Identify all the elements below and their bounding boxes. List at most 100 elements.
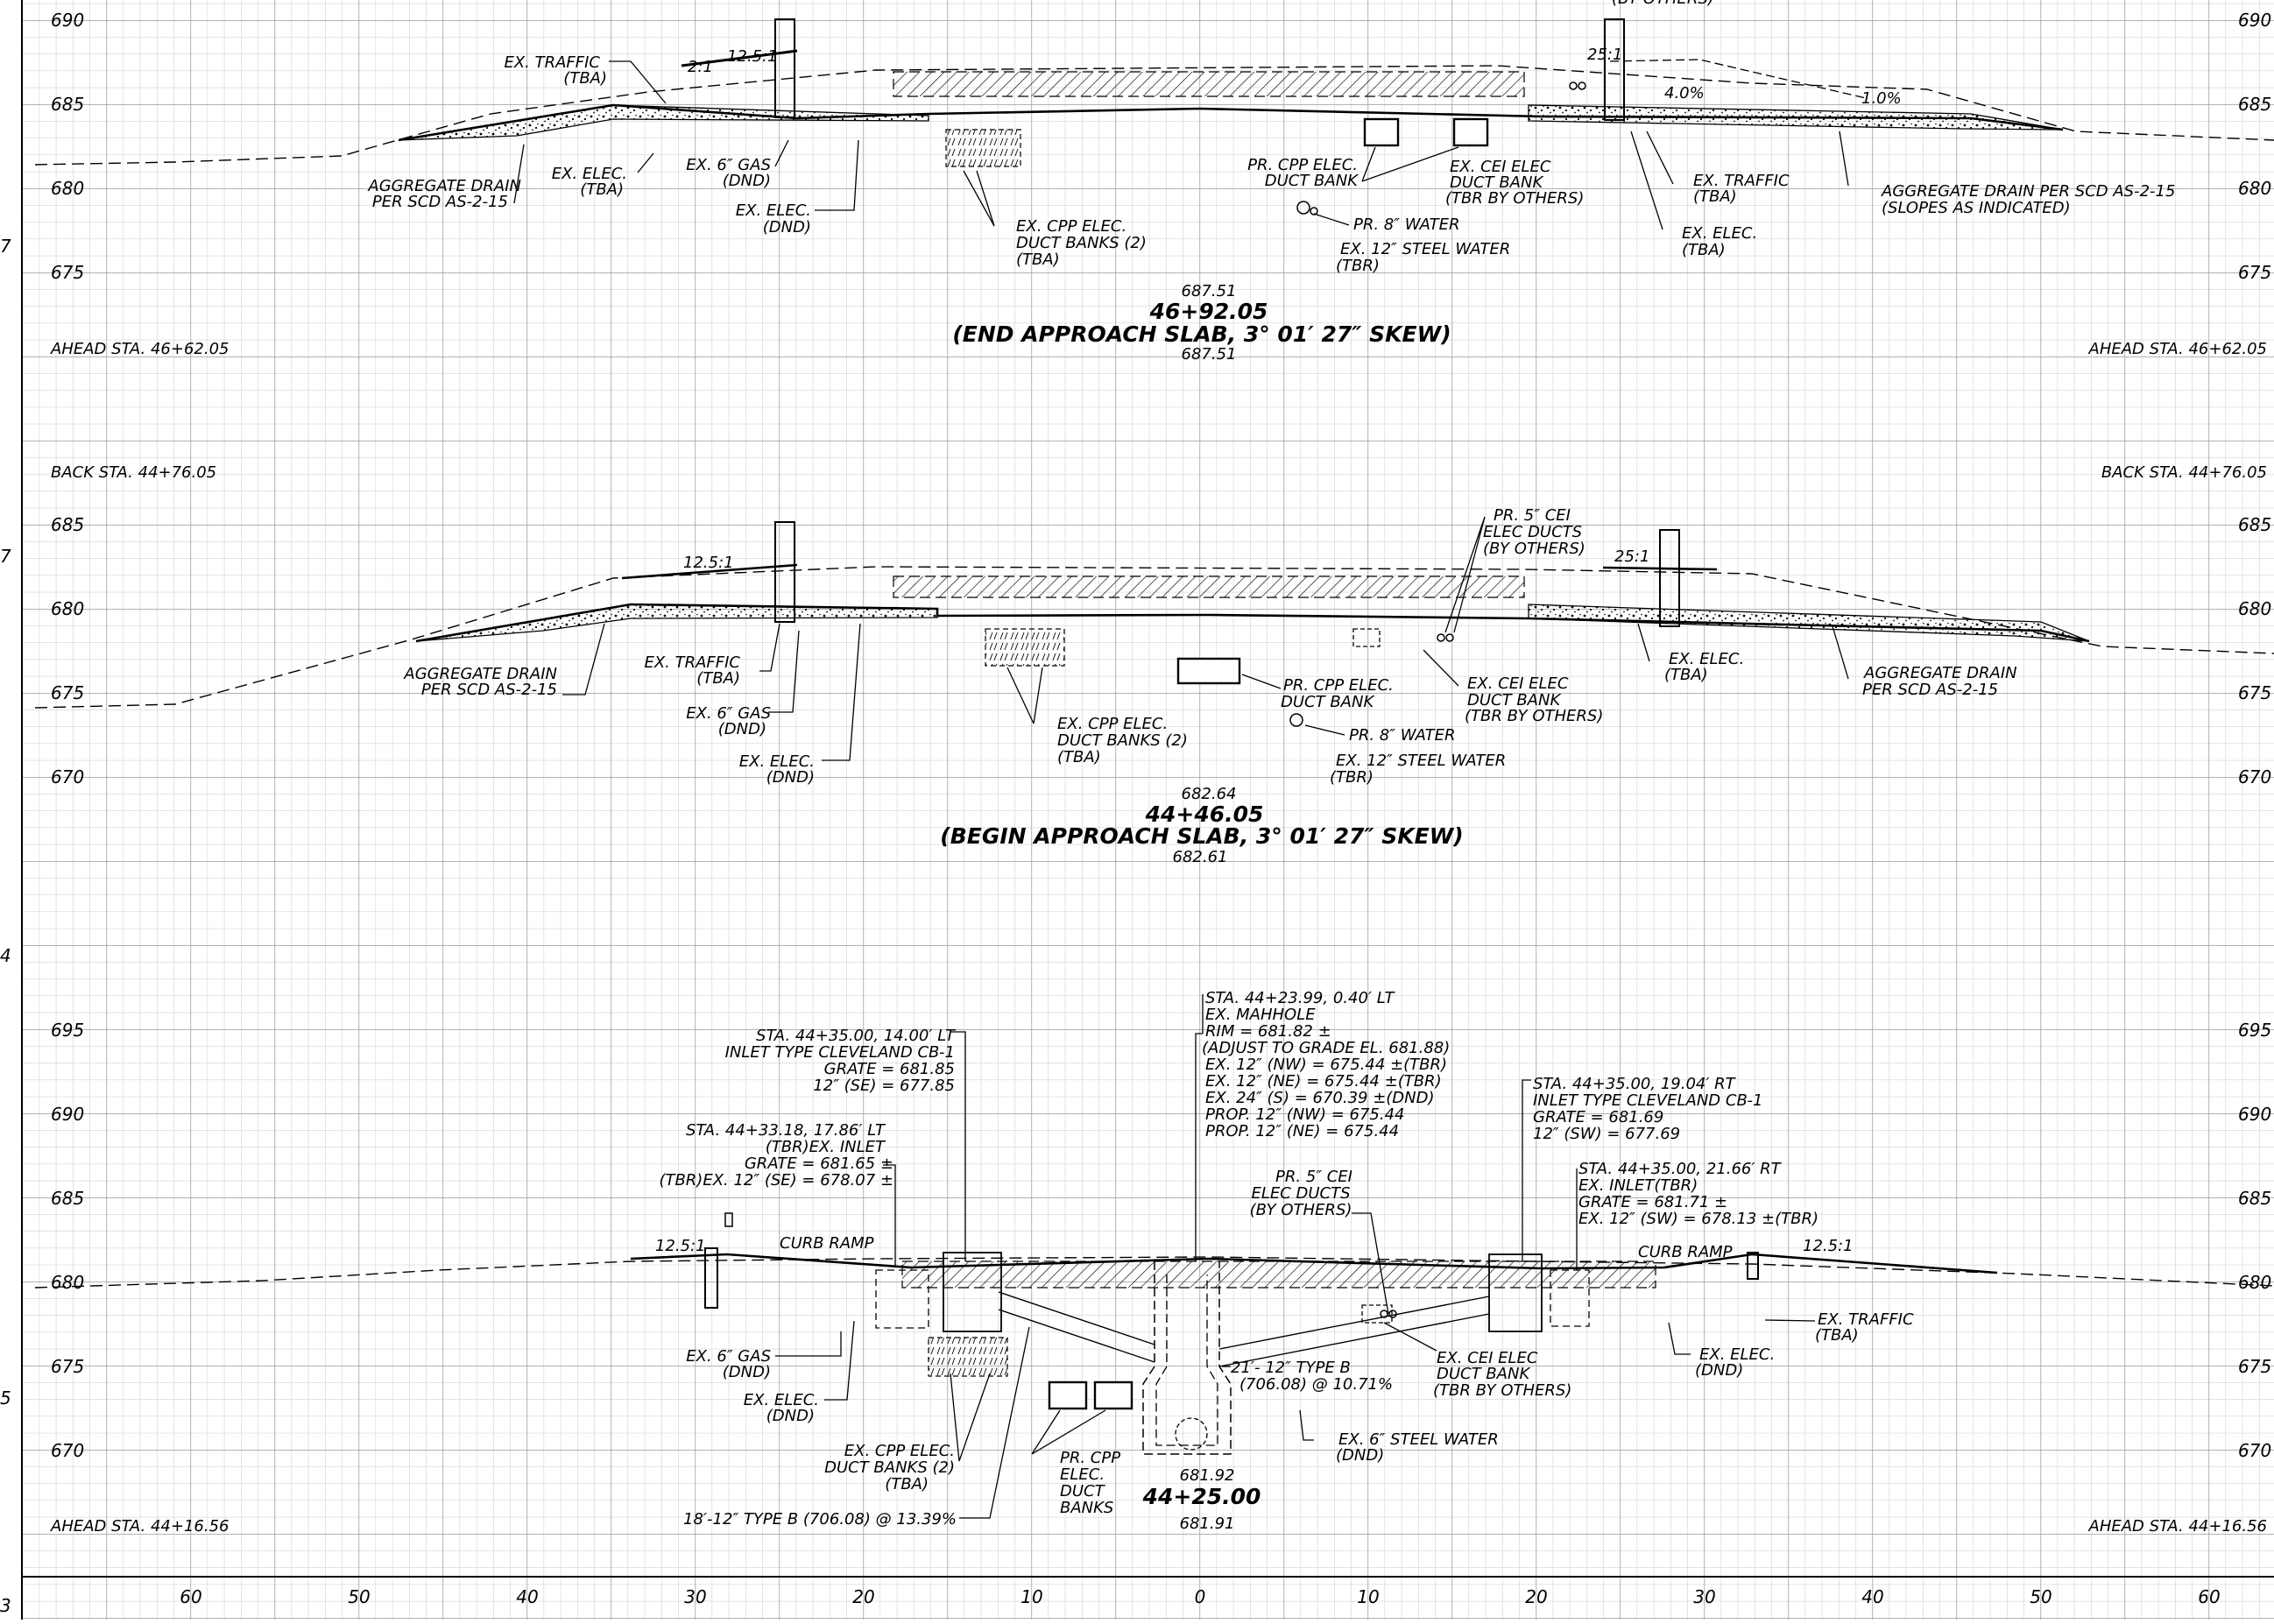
manhole-inner — [1155, 1274, 1218, 1446]
margin-mark: 5 — [0, 1387, 11, 1409]
label: (TBA) — [696, 669, 740, 688]
label: EX. CEI ELEC — [1450, 158, 1551, 176]
station-number: 46+92.05 — [1149, 299, 1268, 324]
section-description: (BEGIN APPROACH SLAB, 3° 01′ 27″ SKEW) — [940, 823, 1463, 849]
manhole-line: EX. MAHHOLE — [1205, 1006, 1316, 1024]
pr-cpp-duct-bank — [1363, 117, 1400, 147]
margin-mark: 7 — [0, 546, 11, 567]
station-label-right: AHEAD STA. 46+62.05 — [2088, 340, 2268, 358]
elev-label: 670 — [2238, 1440, 2271, 1461]
margin-mark: 4 — [0, 945, 11, 966]
label: (TBR) — [1336, 257, 1380, 275]
elev-label: 685 — [51, 514, 84, 535]
manhole-line: PROP. 12″ (NE) = 675.44 — [1205, 1122, 1399, 1140]
label: EX. 12″ STEEL WATER — [1336, 752, 1506, 770]
station-number: 44+46.05 — [1145, 801, 1264, 827]
elev-label: 685 — [51, 94, 84, 115]
elev-label: 685 — [2238, 514, 2271, 535]
label: EX. ELEC. — [736, 201, 811, 220]
manhole-line: EX. 12″ (NE) = 675.44 ±(TBR) — [1205, 1072, 1442, 1091]
x-axis-tick-label: 20 — [852, 1586, 874, 1607]
pr-cpp-duct-bank — [1176, 657, 1241, 685]
slope-label: 1.0% — [1861, 89, 1902, 108]
label: (DND) — [718, 720, 766, 738]
ex-inlet-rt-line: EX. 12″ (SW) = 678.13 ±(TBR) — [1578, 1210, 1818, 1228]
label: EX. 6″ GAS — [686, 1347, 771, 1366]
duct — [1578, 81, 1586, 90]
pipe-right — [1218, 1296, 1490, 1367]
label: BANKS — [1060, 1499, 1113, 1517]
label: EX. ELEC. — [739, 752, 815, 771]
duct — [1437, 633, 1445, 642]
label: 21′- 12″ TYPE B — [1231, 1359, 1351, 1377]
label: PR. 8″ WATER — [1353, 215, 1459, 234]
station-number: 44+25.00 — [1142, 1484, 1261, 1509]
slope-line — [681, 49, 798, 67]
ex-cei-duct-bank — [1352, 628, 1381, 647]
label: DUCT BANKS (2) — [824, 1458, 955, 1477]
proposed-grade-line — [415, 603, 2090, 643]
inlet-rt-line: STA. 44+35.00, 19.04′ RT — [1533, 1075, 1737, 1093]
barrier-post-right — [1659, 529, 1680, 627]
label: EX. CPP ELEC. — [844, 1442, 955, 1460]
elev-label: 695 — [2238, 1020, 2271, 1041]
label: EX. TRAFFIC — [504, 53, 600, 72]
label: AGGREGATE DRAIN — [1863, 664, 2017, 682]
label: PR. CPP ELEC. — [1283, 676, 1394, 695]
manhole-line: EX. 24″ (S) = 670.39 ±(DND) — [1205, 1089, 1435, 1107]
x-axis-tick-label: 10 — [1020, 1586, 1042, 1607]
top-elevation: 682.64 — [1182, 785, 1237, 803]
slope-label: 12.5:1 — [683, 554, 734, 572]
label: AGGREGATE DRAIN PER SCD AS-2-15 — [1881, 182, 2175, 201]
ex-inlet-left — [875, 1269, 929, 1329]
label: DUCT BANK — [1450, 173, 1543, 192]
label: (DND) — [766, 1407, 815, 1425]
label: DUCT BANK — [1437, 1365, 1530, 1383]
label: 18′-12″ TYPE B (706.08) @ 13.39% — [683, 1510, 957, 1529]
label: DUCT BANKS (2) — [1016, 234, 1147, 252]
label: (TBA) — [1682, 241, 1726, 259]
elevation-labels-right: 690 685 680 675 — [2238, 10, 2271, 283]
approach-slab — [893, 575, 1525, 598]
station-label-left: AHEAD STA. 44+16.56 — [50, 1517, 230, 1536]
ex-inlet-rt-line: GRATE = 681.71 ± — [1578, 1193, 1727, 1211]
barrier-post-right — [1604, 18, 1625, 121]
label: (DND) — [1336, 1446, 1384, 1465]
elevation-labels-right: 695 690 685 680 675 670 — [2238, 1020, 2271, 1461]
inlet-lt-line: INLET TYPE CLEVELAND CB-1 — [725, 1043, 955, 1062]
label: ELEC DUCTS — [1483, 523, 1582, 541]
inlet-lt-line: 12″ (SE) = 677.85 — [813, 1077, 955, 1095]
slope-label: 12.5:1 — [1803, 1237, 1854, 1255]
annotations-1: EX. TRAFFIC (TBA) AGGREGATE DRAIN PER SC… — [367, 0, 2175, 275]
label: PER SCD AS-2-15 — [421, 681, 557, 699]
barrier-post-left — [704, 1247, 718, 1309]
ex-cpp-duct-banks — [928, 1337, 1008, 1377]
label: PR. 8″ WATER — [1349, 726, 1455, 745]
label: (TBA) — [885, 1475, 929, 1493]
ex-inlet-rt-line: STA. 44+35.00, 21.66′ RT — [1578, 1160, 1783, 1178]
label: EX. ELEC. — [1699, 1345, 1775, 1364]
inlet-rt-line: GRATE = 681.69 — [1533, 1108, 1663, 1126]
slope-line — [1609, 59, 1867, 99]
label: EX. CEI ELEC — [1467, 674, 1569, 693]
label: (TBA) — [1664, 666, 1708, 684]
ex-cpp-duct-banks — [945, 129, 1021, 167]
station-label-left: AHEAD STA. 46+62.05 — [50, 340, 230, 358]
label: EX. CPP ELEC. — [1057, 715, 1168, 733]
x-axis-tick-label: 30 — [684, 1586, 706, 1607]
slope-label: 4.0% — [1664, 84, 1705, 102]
label: EX. 6″ GAS — [686, 704, 771, 723]
annotations-2: AGGREGATE DRAIN PER SCD AS-2-15 EX. TRAF… — [403, 506, 2016, 787]
traffic-signal — [724, 1212, 733, 1227]
duct — [1569, 81, 1578, 90]
label: (TBR BY OTHERS) — [1433, 1381, 1571, 1400]
label: PR. CPP ELEC. — [1247, 156, 1358, 174]
water-pipe — [1289, 713, 1303, 727]
station-label-right: AHEAD STA. 44+16.56 — [2088, 1517, 2268, 1536]
ex-inlet-lt-line: STA. 44+33.18, 17.86′ LT — [686, 1121, 886, 1140]
manhole-line: EX. 12″ (NW) = 675.44 ±(TBR) — [1205, 1056, 1447, 1074]
existing-ground-line — [34, 1256, 2274, 1289]
inlet-lt-line: GRATE = 681.85 — [824, 1060, 955, 1078]
label: EX. CEI ELEC — [1437, 1349, 1538, 1367]
x-axis-tick-label: 60 — [180, 1586, 201, 1607]
